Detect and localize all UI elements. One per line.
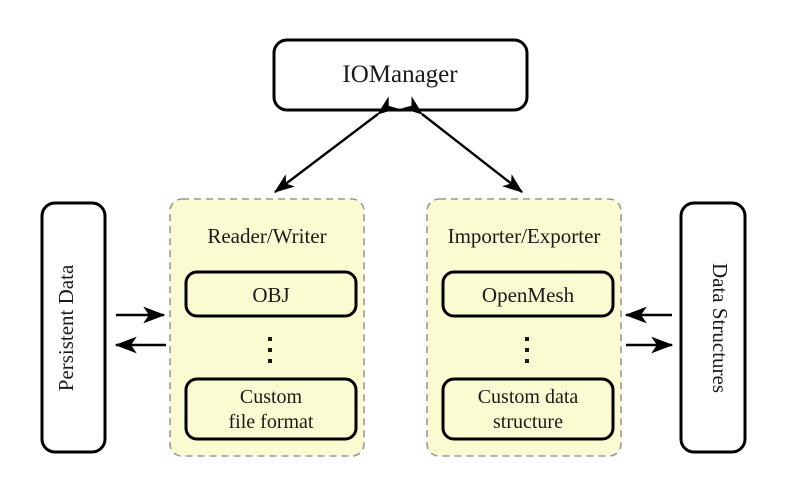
connector-manager-to-importer-exporter [402, 96, 523, 193]
node-data-structures-label: Data Structures [708, 263, 732, 393]
node-custom-data-structure-label-line1: Custom data [478, 386, 579, 408]
node-openmesh-label: OpenMesh [482, 283, 575, 307]
node-iomanager[interactable] [272, 38, 529, 112]
node-iomanager-label: IOManager [342, 61, 458, 88]
node-obj-label: OBJ [252, 283, 289, 307]
node-openmesh[interactable] [441, 270, 615, 318]
node-custom-file-format-label-line2: file format [229, 411, 314, 433]
node-custom-file-format-label-line1: Custom [240, 386, 303, 408]
node-persistent-data-label: Persistent Data [54, 264, 78, 391]
node-persistent-data[interactable] [40, 201, 107, 454]
node-data-structures[interactable] [679, 201, 747, 454]
node-obj[interactable] [184, 270, 358, 318]
ellipsis-reader-writer [268, 337, 272, 363]
panel-importer-exporter-label: Importer/Exporter [448, 224, 601, 248]
ellipsis-importer-exporter [525, 337, 529, 363]
node-custom-data-structure-label-line2: structure [493, 411, 563, 433]
panel-reader-writer-label: Reader/Writer [207, 224, 326, 248]
node-custom-file-format[interactable] [184, 377, 358, 441]
node-custom-data-structure[interactable] [441, 377, 615, 441]
connector-manager-to-reader-writer [274, 96, 398, 193]
